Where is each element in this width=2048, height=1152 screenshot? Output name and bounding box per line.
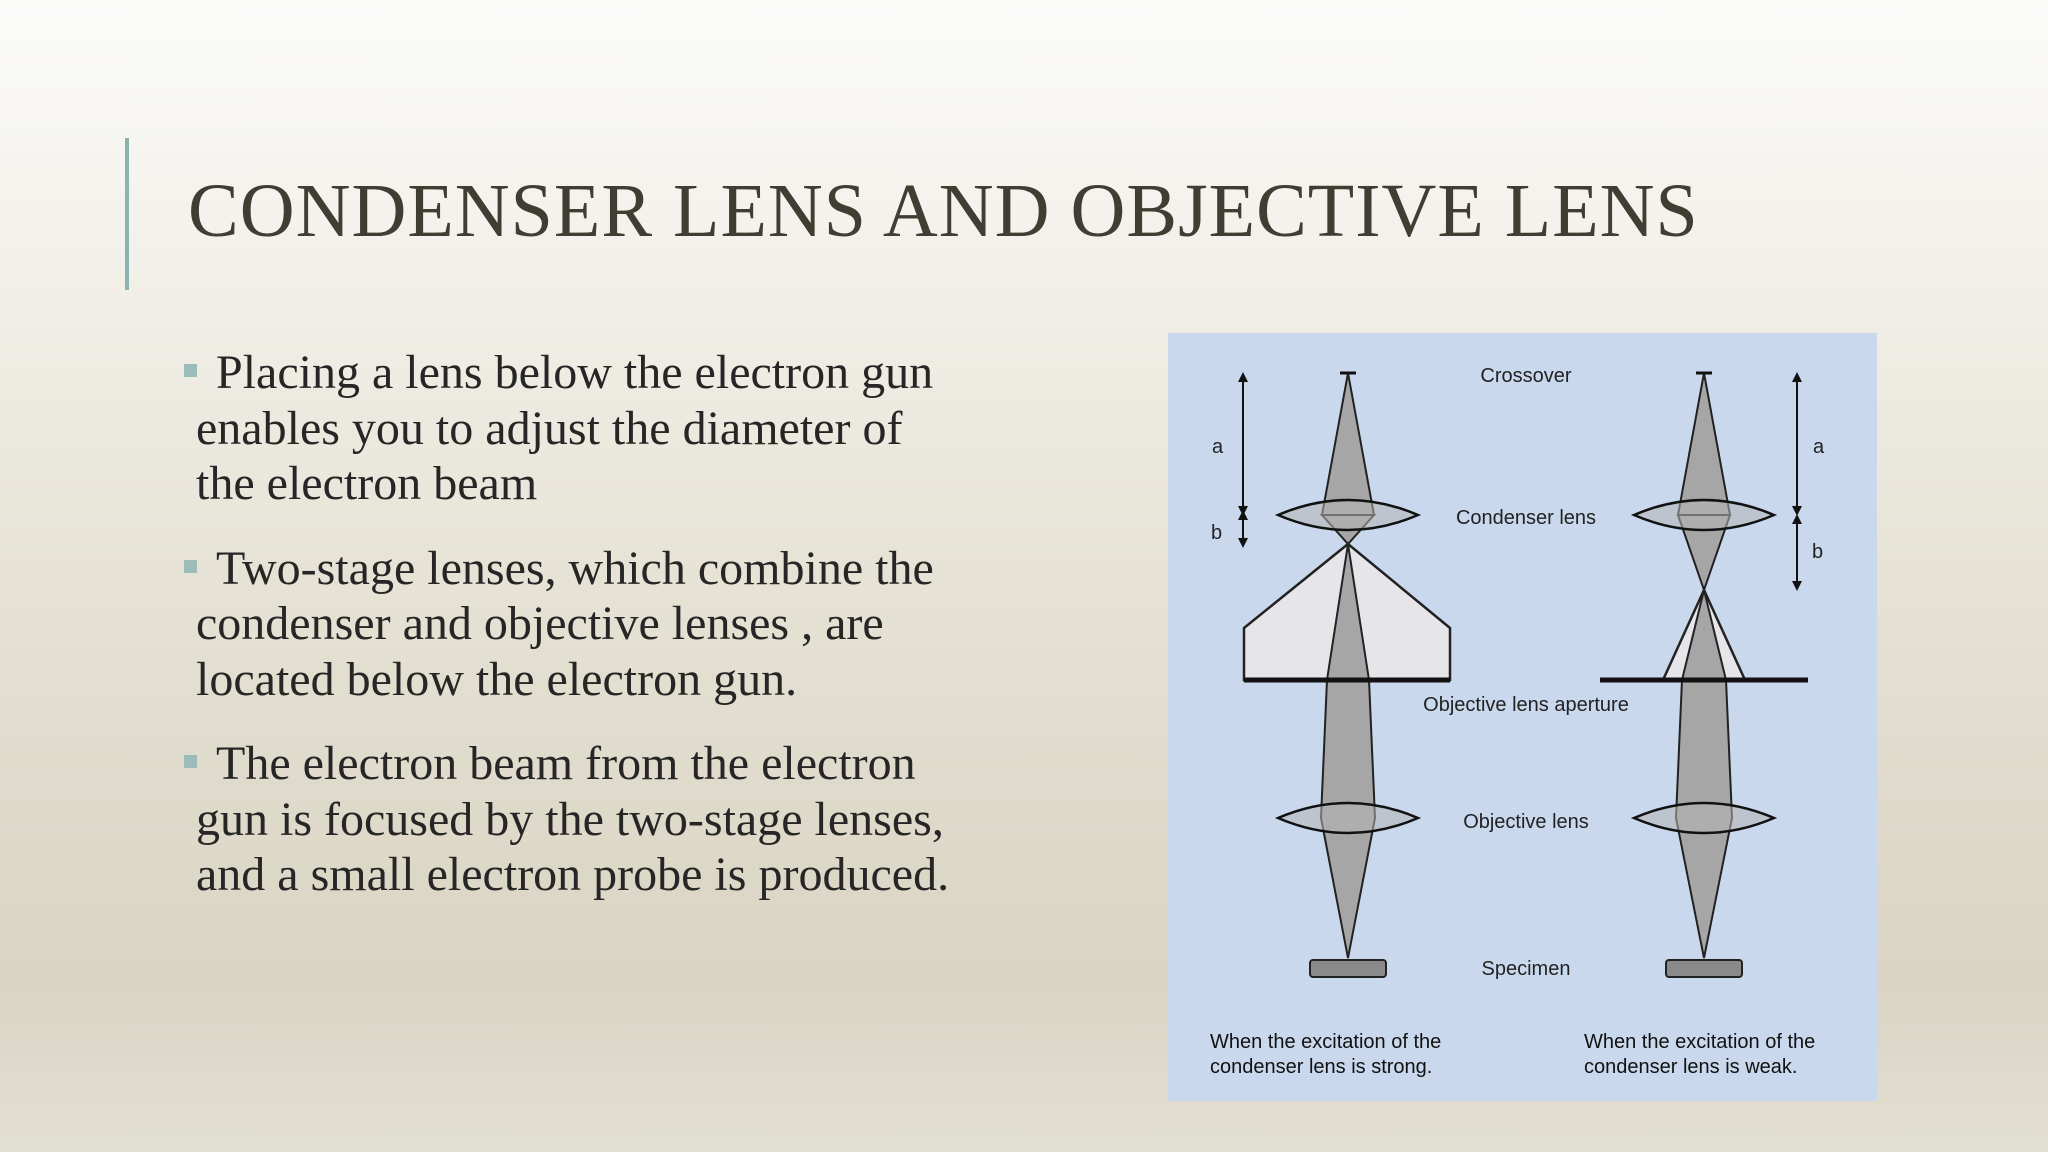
title-accent-bar (125, 138, 129, 290)
beam-upper (1676, 372, 1732, 516)
distance-b-label: b (1812, 541, 1823, 563)
lens-diagram-figure: a b a b (1168, 333, 1877, 1101)
square-bullet-icon (184, 559, 197, 573)
right-caption-line-2: condenser lens is weak. (1584, 1056, 1797, 1078)
lens-diagram-svg: a b a b (1210, 365, 1825, 1078)
beam-upper (1320, 372, 1376, 516)
condenser-lens-shape (1274, 498, 1422, 532)
distance-a-label: a (1813, 436, 1825, 458)
specimen-label: Specimen (1482, 958, 1571, 980)
objective-lens-aperture-label: Objective lens aperture (1423, 694, 1629, 716)
left-caption-line-2: condenser lens is strong. (1210, 1056, 1432, 1078)
bullet-item: Two-stage lenses, which combine the cond… (182, 541, 962, 708)
objective-lens-shape (1274, 801, 1422, 835)
bullet-text: The electron beam from the electron gun … (196, 737, 950, 901)
right-caption-line-1: When the excitation of the (1584, 1031, 1815, 1053)
bullet-item: The electron beam from the electron gun … (182, 736, 962, 903)
objective-lens-label: Objective lens (1463, 811, 1589, 833)
bullet-list: Placing a lens below the electron gun en… (182, 345, 962, 932)
condenser-lens-label: Condenser lens (1456, 507, 1596, 529)
square-bullet-icon (184, 755, 197, 768)
strong-excitation-diagram: a b (1211, 371, 1452, 978)
bullet-item: Placing a lens below the electron gun en… (182, 345, 962, 512)
left-caption-line-1: When the excitation of the (1210, 1031, 1441, 1053)
distance-a-label: a (1212, 436, 1224, 458)
bullet-text: Two-stage lenses, which combine the cond… (196, 541, 934, 706)
distance-b-label: b (1211, 522, 1222, 544)
slide-title: CONDENSER LENS AND OBJECTIVE LENS (188, 169, 1699, 253)
crossover-label: Crossover (1480, 365, 1571, 387)
objective-lens-shape (1630, 801, 1778, 835)
square-bullet-icon (184, 364, 197, 377)
bullet-text: Placing a lens below the electron gun en… (196, 346, 934, 510)
weak-excitation-diagram: a b (1600, 371, 1825, 978)
condenser-lens-shape (1630, 498, 1778, 532)
specimen-block (1665, 959, 1743, 978)
specimen-block (1309, 959, 1387, 978)
